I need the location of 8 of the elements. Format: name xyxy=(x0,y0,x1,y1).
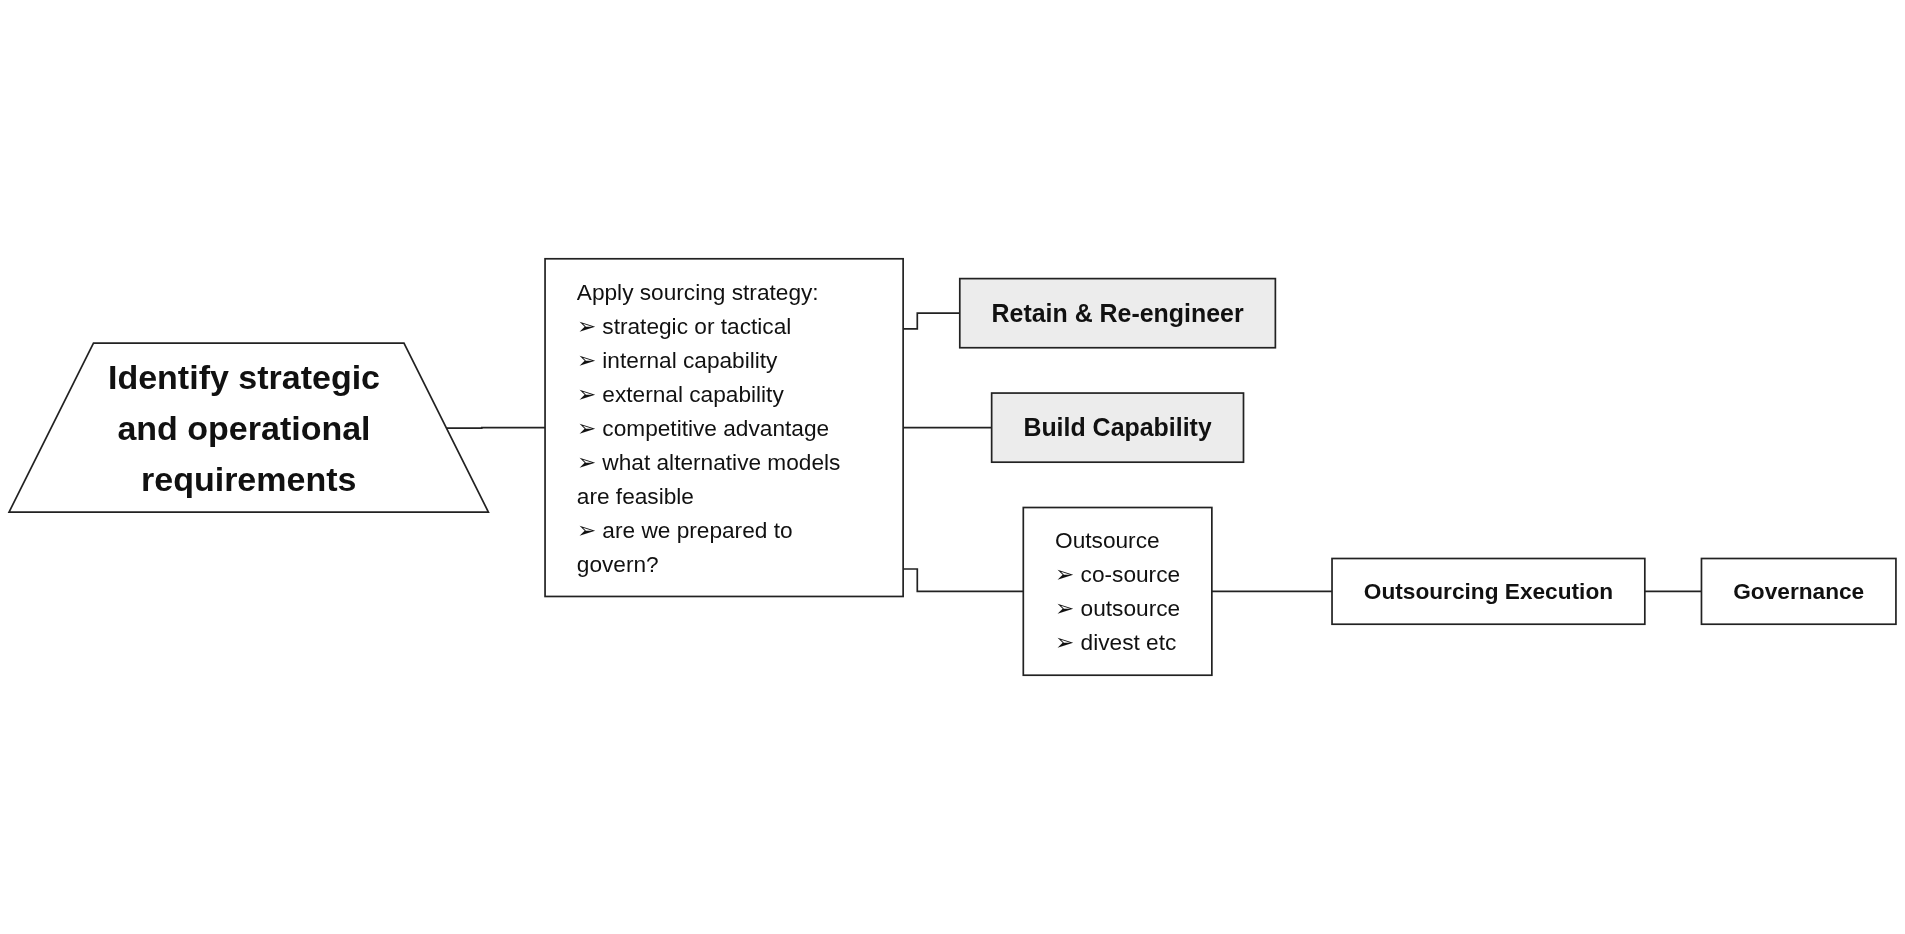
node-box: Outsource ➢ co-source ➢ outsource ➢ divest etc xyxy=(1022,506,1213,677)
connector xyxy=(1211,590,1333,593)
node-box: Retain & Re-engineer xyxy=(958,277,1277,349)
node-box: Outsourcing Execution xyxy=(1331,557,1646,626)
node-box: Build Capability xyxy=(990,392,1245,464)
connector xyxy=(445,426,546,430)
node-box: Governance xyxy=(1700,557,1897,626)
node-box: Apply sourcing strategy: ➢ strategic or tactical ➢ internal capability ➢ external capability ➢ competitive advantage ➢ what alternative models are feasible ➢ are we prepared to govern? xyxy=(544,257,904,598)
